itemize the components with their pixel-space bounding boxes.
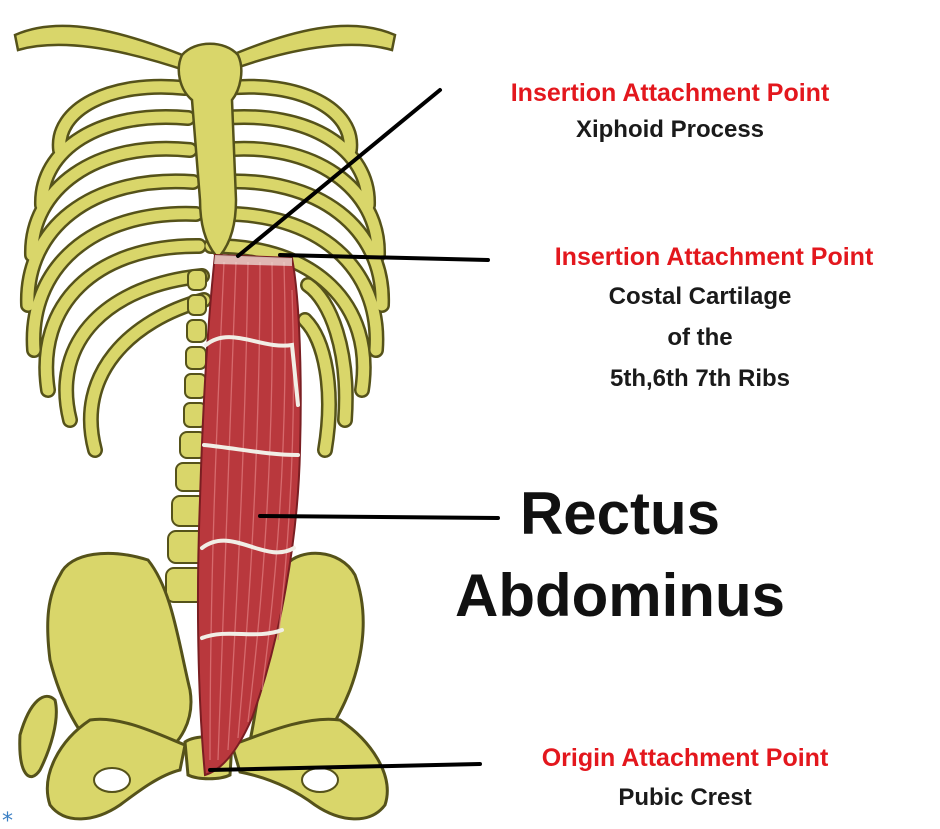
costal-label-line3: 5th,6th 7th Ribs (480, 365, 920, 394)
muscle-name-line2: Abdominus (440, 560, 800, 632)
xiphoid-label-title: Insertion Attachment Point (440, 78, 900, 108)
costal-label-line2: of the (480, 324, 920, 353)
pointer-costal (280, 255, 488, 260)
pubic-label-title: Origin Attachment Point (470, 743, 900, 773)
watermark-glyph: * (2, 809, 13, 829)
costal-label-title: Insertion Attachment Point (488, 242, 940, 272)
pubic-label-subtitle: Pubic Crest (470, 784, 900, 813)
costal-label-line1: Costal Cartilage (480, 283, 920, 312)
muscle-name-line1: Rectus (440, 478, 800, 550)
xiphoid-label-subtitle: Xiphoid Process (440, 116, 900, 145)
